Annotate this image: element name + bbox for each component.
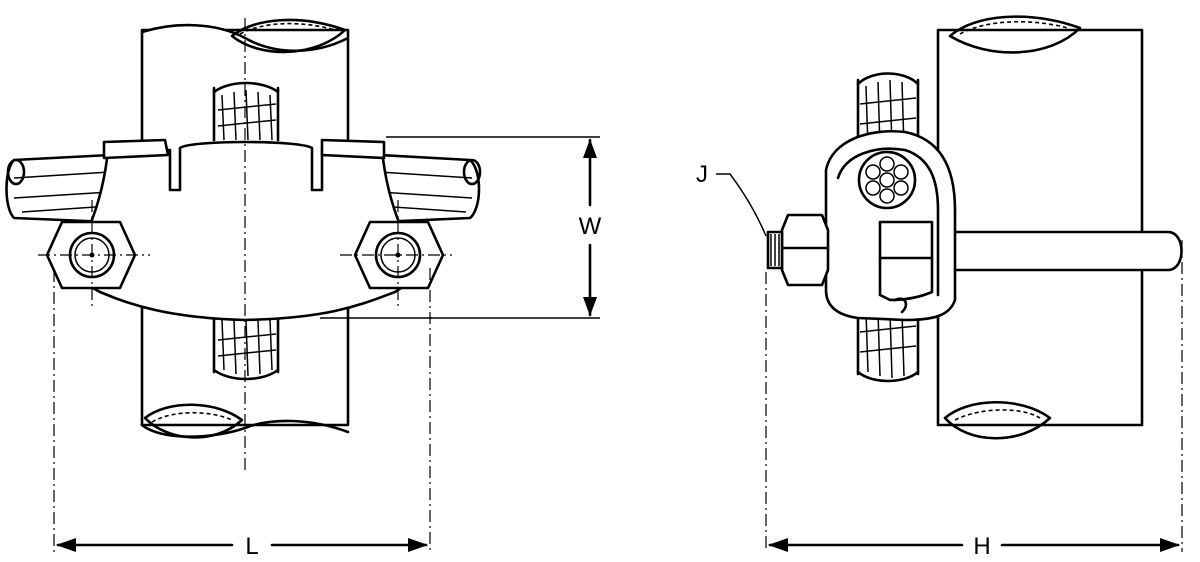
side-pipe: [936, 15, 1144, 440]
front-view: L W: [5, 18, 602, 560]
dimension-height: H: [768, 533, 1180, 560]
horizontal-cable: [5, 153, 482, 224]
side-view: J H: [696, 15, 1183, 560]
bolt-label: J: [696, 161, 708, 188]
bolt-callout: J: [696, 161, 767, 237]
height-label: H: [973, 533, 990, 560]
side-clamp: [824, 130, 957, 322]
clamp-body: [80, 138, 432, 322]
dimension-length: L: [56, 533, 428, 560]
u-bolt-rod: [898, 230, 1183, 272]
vertical-cable: [212, 81, 280, 381]
dimension-width: W: [386, 136, 602, 319]
width-label: W: [579, 213, 602, 240]
nut-icon: [766, 213, 830, 287]
length-label: L: [245, 533, 258, 560]
